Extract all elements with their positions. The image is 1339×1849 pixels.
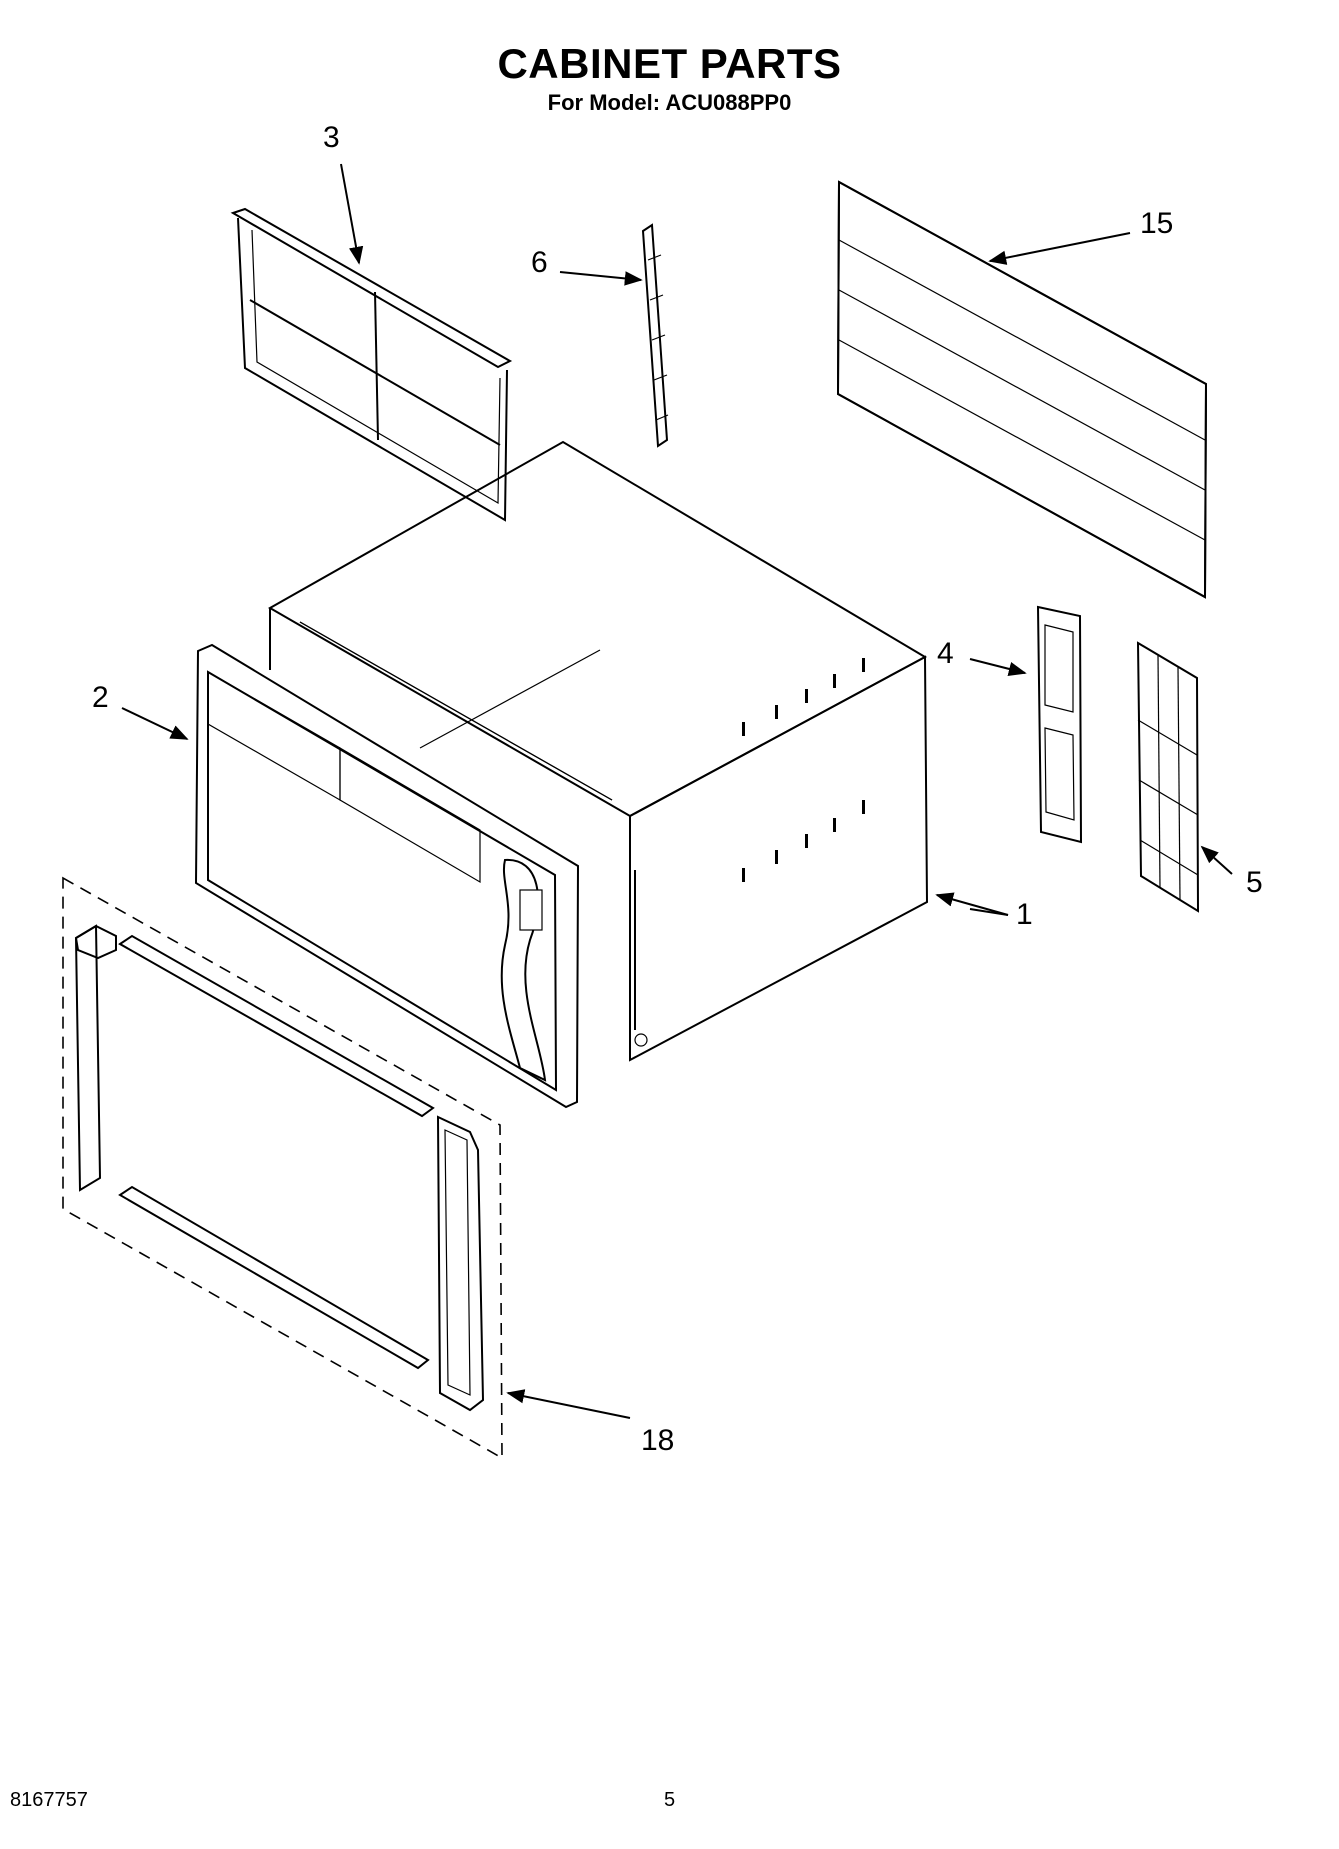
callout-4: 4: [937, 637, 954, 670]
part-5-side-grille: [1136, 641, 1200, 913]
page-number: 5: [663, 1789, 676, 1811]
model-subtitle: For Model: ACU088PP0: [547, 90, 792, 115]
part-18-frame-seal-kit: [62, 876, 503, 1460]
part-1-cabinet: [267, 440, 929, 1062]
callout-18: 18: [641, 1424, 674, 1457]
page-title: CABINET PARTS: [497, 40, 842, 87]
callout-15: 15: [1140, 207, 1173, 240]
part-4-side-louver: [1036, 605, 1083, 844]
document-number: 8167757: [10, 1789, 88, 1811]
callout-arrows: [121, 163, 1233, 1419]
callout-5: 5: [1246, 866, 1263, 899]
callout-3: 3: [323, 121, 340, 154]
part-6-side-curtain: [641, 223, 669, 448]
part-3-filter: [230, 207, 513, 522]
callout-1: 1: [1016, 898, 1033, 931]
callout-2: 2: [92, 681, 109, 714]
part-15-rear-grille: [836, 180, 1208, 599]
part-2-front-panel: [194, 643, 580, 1109]
callout-6: 6: [531, 246, 548, 279]
